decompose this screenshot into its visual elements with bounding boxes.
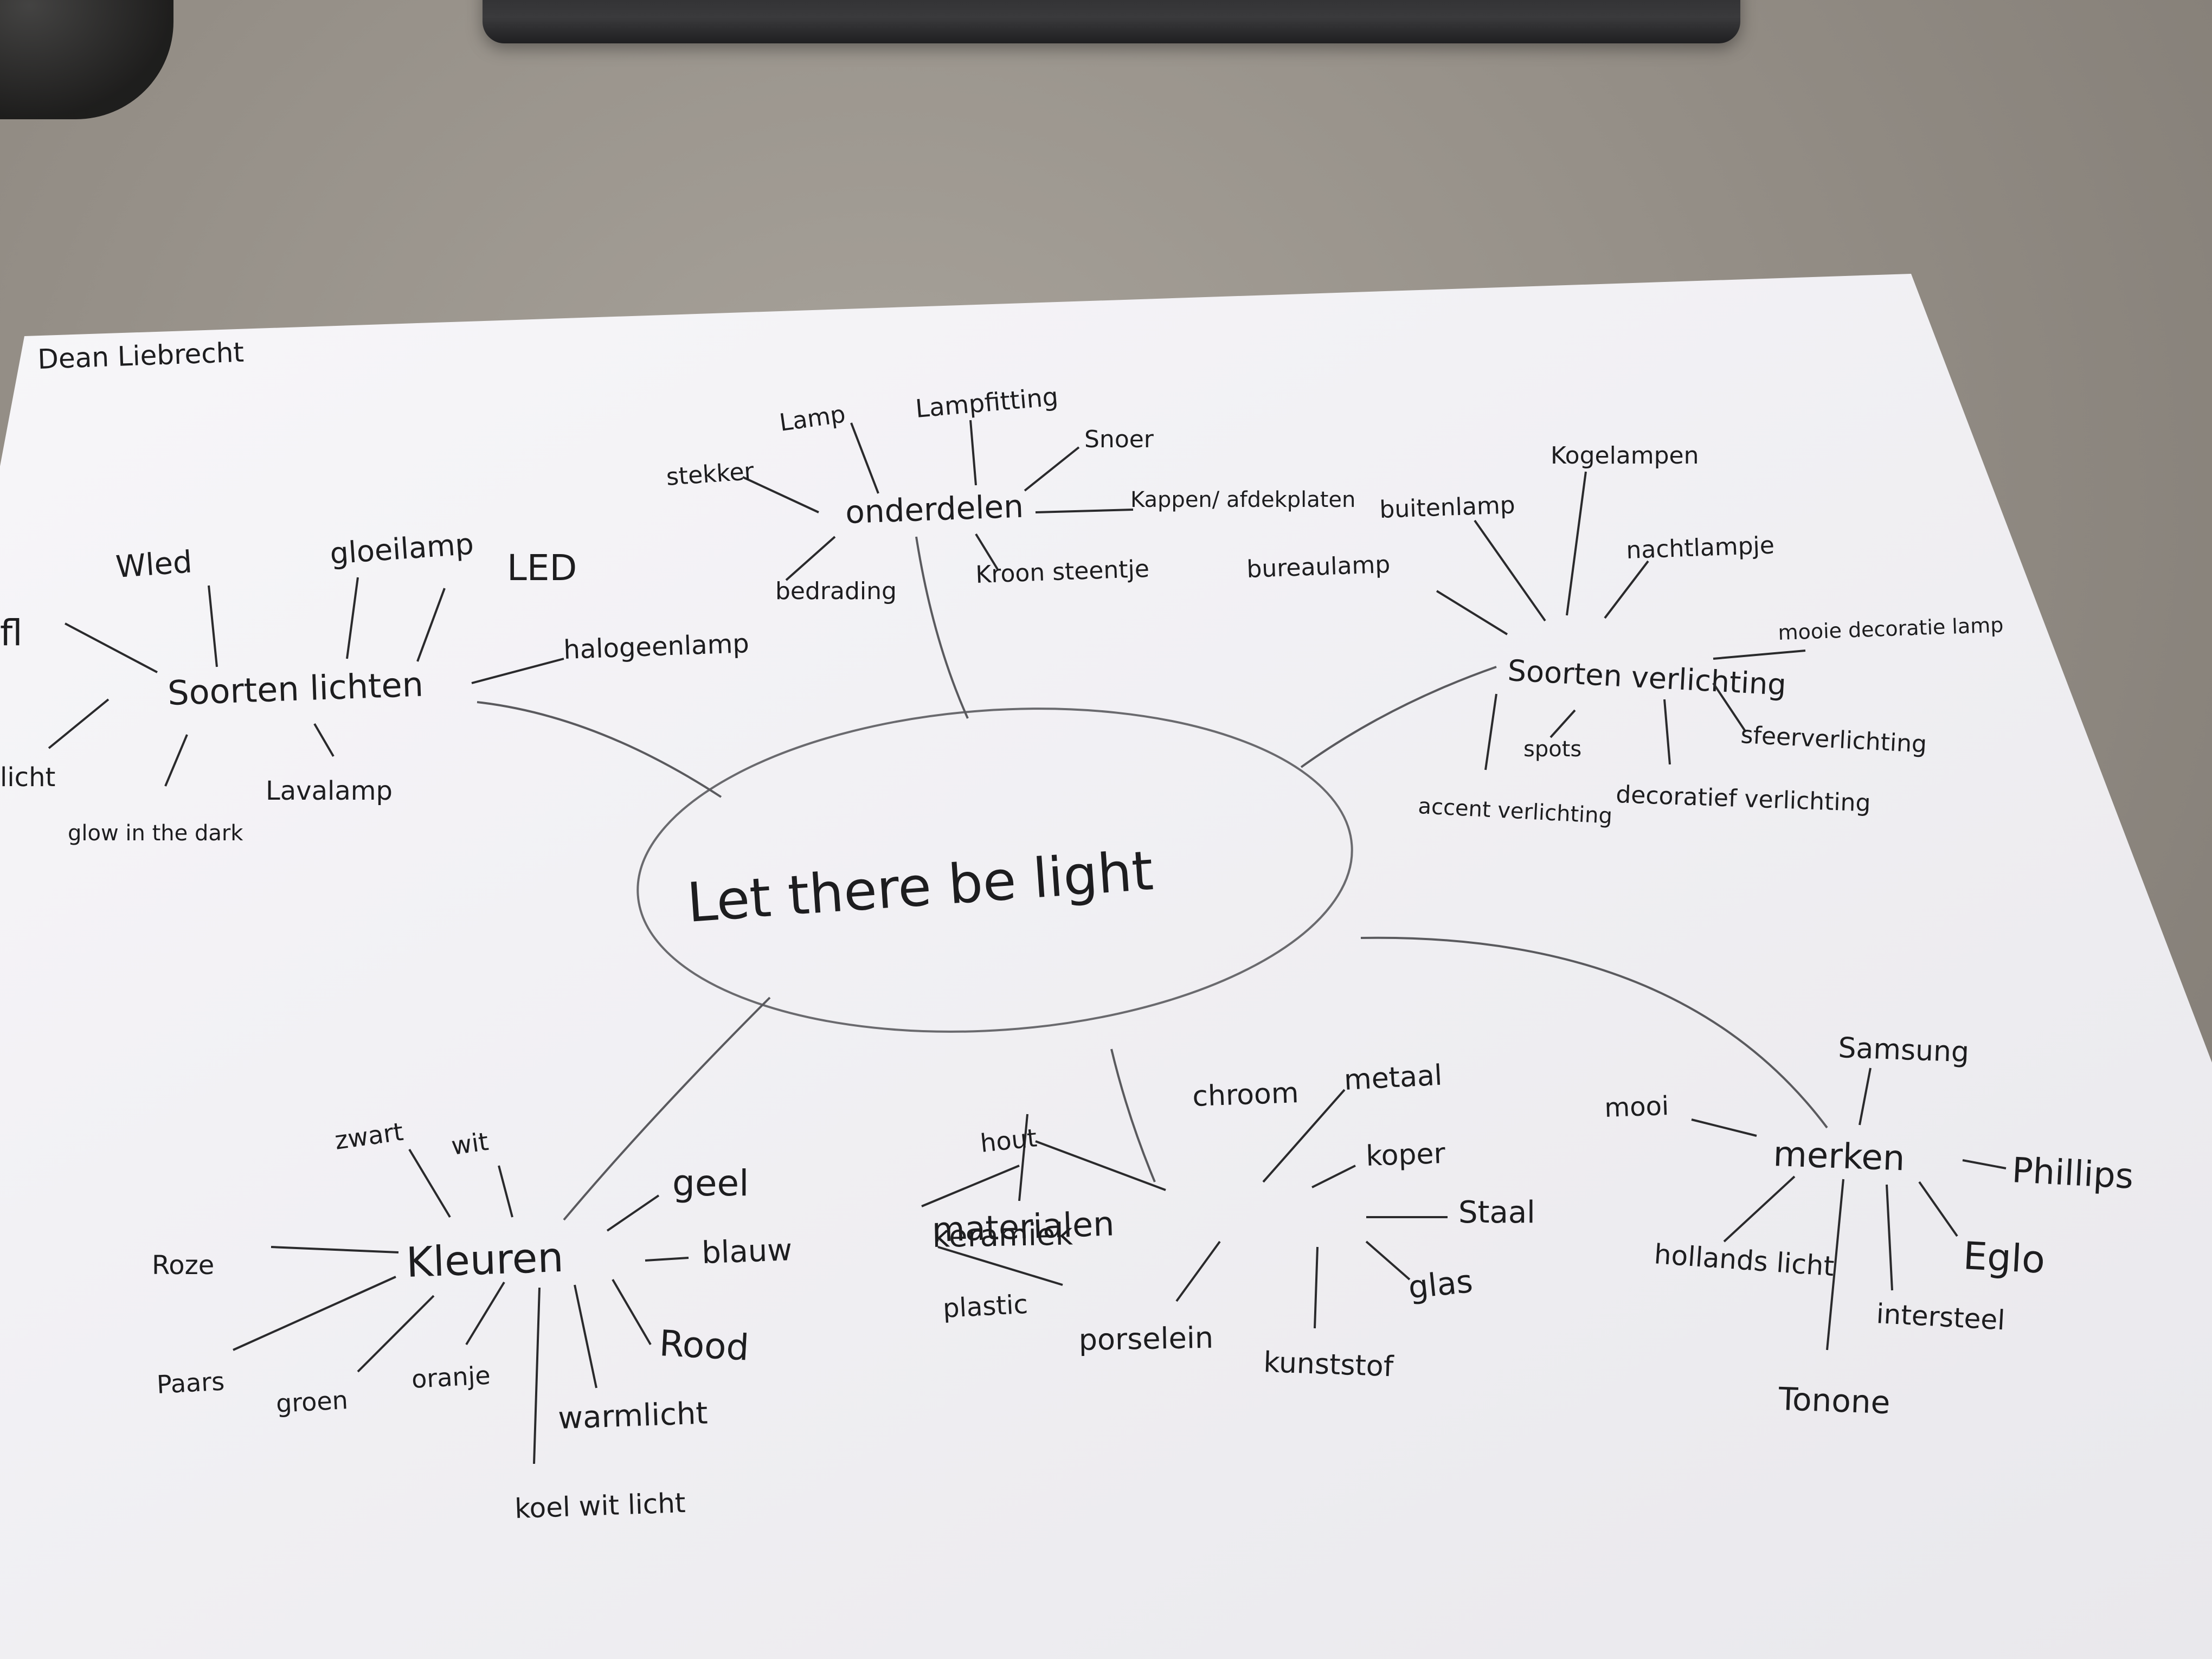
- item-staal: Staal: [1458, 1195, 1535, 1230]
- item-oranje: oranje: [411, 1360, 491, 1394]
- item-halogeenlamp: halogeenlamp: [563, 628, 749, 665]
- branch-label-merken: merken: [1772, 1134, 1905, 1179]
- main-connectors: [477, 536, 1828, 1221]
- item-samsung: Samsung: [1838, 1032, 1970, 1069]
- item-porselein: porselein: [1078, 1321, 1213, 1357]
- branch-label-soorten-lichten: Soorten lichten: [167, 665, 424, 713]
- branch-kleuren: Kleuren zwart wit geel blauw Rood Roze P…: [152, 1117, 793, 1525]
- item-wit: wit: [449, 1127, 490, 1161]
- branch-onderdelen: onderdelen stekker Lamp Lampfitting Snoe…: [665, 382, 1355, 605]
- item-warmlicht: warmlicht: [557, 1396, 708, 1436]
- item-blauw: blauw: [701, 1232, 793, 1271]
- item-tonone: Tonone: [1778, 1380, 1891, 1421]
- item-roze: Roze: [152, 1250, 214, 1281]
- keyboard-edge: [483, 0, 1740, 43]
- item-groen: groen: [275, 1385, 349, 1418]
- item-glow-in-the-dark: glow in the dark: [68, 821, 243, 846]
- item-bedrading: bedrading: [775, 577, 897, 605]
- item-kunststof: kunststof: [1263, 1346, 1395, 1383]
- item-kappen: Kappen/ afdekplaten: [1130, 487, 1355, 512]
- item-rood: Rood: [658, 1322, 750, 1369]
- item-koel-wit-licht: koel wit licht: [514, 1487, 686, 1525]
- item-geel: geel: [672, 1162, 749, 1204]
- item-licht: licht: [0, 762, 55, 793]
- branch-label-materialen: materialen: [931, 1204, 1115, 1250]
- branch-materialen: materialen hout chroom metaal koper Staa…: [921, 1059, 1535, 1383]
- item-koper: koper: [1365, 1137, 1446, 1173]
- item-lavalamp: Lavalamp: [266, 776, 393, 806]
- item-wled: Wled: [114, 544, 193, 585]
- item-glas: glas: [1406, 1263, 1474, 1306]
- item-keramiek: keramiek: [932, 1217, 1073, 1255]
- item-led: LED: [507, 547, 577, 589]
- item-eglo: Eglo: [1962, 1233, 2046, 1282]
- item-kroonsteentje: Kroon steentje: [975, 555, 1150, 589]
- item-metaal: metaal: [1343, 1059, 1443, 1097]
- paper-shape: [0, 274, 2212, 1659]
- branch-soorten-lichten: Soorten lichten Wled gloeilamp LED halog…: [0, 527, 750, 846]
- item-bureaulamp: bureaulamp: [1246, 551, 1391, 583]
- item-phillips: Phillips: [2011, 1150, 2134, 1197]
- branch-label-onderdelen: onderdelen: [845, 488, 1024, 531]
- item-fl: fl: [0, 612, 23, 654]
- item-nachtlampje: nachtlampje: [1626, 531, 1775, 564]
- item-stekker: stekker: [665, 458, 755, 491]
- item-hout: hout: [979, 1123, 1039, 1158]
- item-chroom: chroom: [1192, 1077, 1299, 1113]
- item-paars: Paars: [156, 1367, 226, 1399]
- item-mooi: mooi: [1604, 1091, 1669, 1123]
- item-plastic: plastic: [942, 1289, 1028, 1324]
- item-intersteel: intersteel: [1875, 1298, 2005, 1336]
- item-kogelampen: Kogelampen: [1551, 442, 1699, 470]
- branch-label-kleuren: Kleuren: [406, 1233, 564, 1287]
- branch-merken: merken Samsung mooi Phillips Eglo hollan…: [1604, 1032, 2134, 1421]
- item-spots: spots: [1523, 737, 1581, 762]
- item-buitenlamp: buitenlamp: [1379, 491, 1516, 524]
- item-snoer: Snoer: [1084, 426, 1154, 453]
- central-ellipse: [636, 708, 1353, 1033]
- author-name: Dean Liebrecht: [37, 337, 245, 375]
